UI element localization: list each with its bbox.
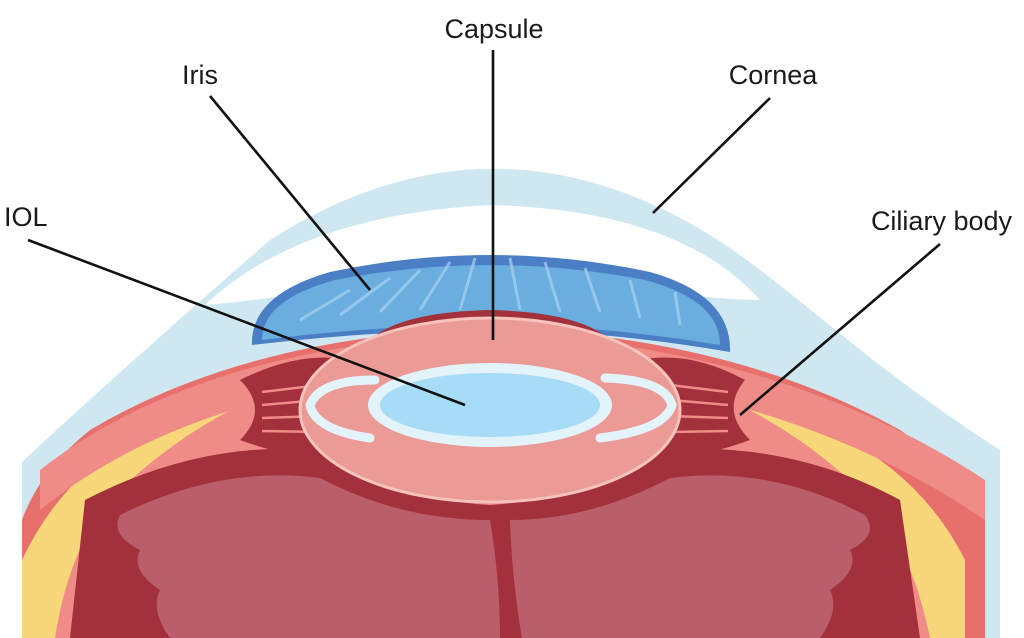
cornea-pointer <box>652 97 771 214</box>
iris-fibers <box>299 257 682 326</box>
label-ciliary-body: Ciliary body <box>871 206 1013 236</box>
iris-inner <box>262 265 720 345</box>
iol-haptic-left <box>305 375 380 443</box>
iol-pointer <box>27 238 466 407</box>
label-capsule: Capsule <box>444 14 543 44</box>
ciliary-body-pointer <box>739 243 941 416</box>
iol-haptic-right <box>595 373 677 443</box>
label-iol: IOL <box>4 202 48 232</box>
label-iris: Iris <box>182 60 218 90</box>
label-cornea: Cornea <box>729 60 819 90</box>
iris-pointer <box>208 95 372 291</box>
vitreous-right <box>510 475 870 638</box>
iol-optic <box>380 373 600 437</box>
vitreous-left <box>117 475 500 638</box>
